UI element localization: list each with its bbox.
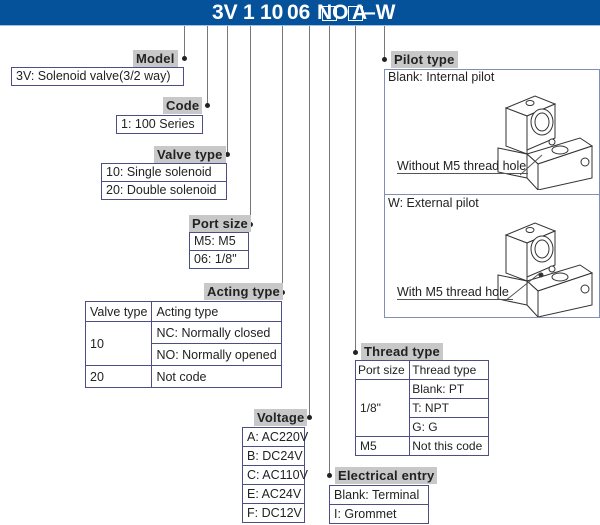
table-row: 1/8" Blank: PT bbox=[354, 379, 489, 437]
dot-model bbox=[182, 56, 187, 61]
code-part-valve-type: 10 bbox=[260, 1, 284, 24]
callout-line-external bbox=[505, 272, 541, 302]
table-row: 10 NC: Normally closed bbox=[84, 321, 282, 366]
code-part-acting-type: NO bbox=[317, 1, 349, 24]
voltage-option: A: AC220V bbox=[247, 430, 309, 444]
leader-line-port-size bbox=[250, 26, 252, 225]
internal-pilot-title: Blank: Internal pilot bbox=[388, 70, 495, 84]
table-header-row: Valve type Acting type bbox=[84, 301, 282, 322]
electrical-entry-option: Blank: Terminal bbox=[334, 488, 420, 502]
table-row: G: G bbox=[356, 417, 489, 437]
external-pilot-note: With M5 thread hole bbox=[397, 285, 513, 300]
model-option: 3V: Solenoid valve(3/2 way) bbox=[16, 69, 171, 83]
valve-illustration-internal bbox=[497, 95, 594, 190]
table-row: M5 Not this code bbox=[354, 436, 489, 456]
thread-type-table: Port size Thread type 1/8" Blank: PT T: … bbox=[354, 360, 489, 456]
pilot-type-label: Pilot type bbox=[391, 51, 458, 68]
leader-line-valve-type bbox=[227, 26, 229, 155]
dot-thread-type bbox=[353, 350, 358, 355]
port-size-box: M5: M5 06: 1/8" bbox=[189, 232, 249, 269]
callout-line-internal bbox=[520, 154, 543, 176]
leader-line-electrical-entry bbox=[329, 26, 331, 476]
valve-cell: 20 bbox=[84, 365, 153, 388]
leader-line-voltage bbox=[309, 26, 311, 418]
thread-type-label: Thread type bbox=[361, 343, 443, 360]
leader-line-code bbox=[207, 26, 209, 106]
table-row: 20 Not code bbox=[84, 365, 282, 388]
model-code-bar bbox=[0, 0, 600, 26]
voltage-box: A: AC220V B: DC24V C: AC110V E: AC24V F:… bbox=[242, 427, 309, 523]
header-cell: Valve type bbox=[84, 301, 153, 322]
electrical-entry-option: I: Grommet bbox=[330, 504, 428, 523]
valve-type-label: Valve type bbox=[154, 146, 226, 163]
external-pilot-title: W: External pilot bbox=[388, 196, 479, 210]
leader-line-acting-type bbox=[282, 26, 284, 293]
leader-line-pilot-type bbox=[384, 26, 386, 60]
model-code: 3V 1 10 06 NO A bbox=[0, 0, 600, 25]
model-label: Model bbox=[133, 50, 178, 67]
acting-cell: NO: Normally opened bbox=[151, 343, 282, 366]
acting-cell: Not code bbox=[151, 365, 282, 388]
voltage-option: E: AC24V bbox=[243, 484, 304, 503]
port-cell: 1/8" bbox=[354, 379, 411, 437]
dot-code bbox=[205, 103, 210, 108]
voltage-option: B: DC24V bbox=[243, 446, 304, 465]
model-box: 3V: Solenoid valve(3/2 way) bbox=[11, 67, 184, 86]
port-size-label: Port size bbox=[189, 215, 251, 232]
valve-type-option: 20: Double solenoid bbox=[102, 181, 226, 199]
code-box: 1: 100 Series bbox=[116, 115, 203, 134]
electrical-entry-box: Blank: Terminal I: Grommet bbox=[329, 485, 429, 524]
internal-pilot-note: Without M5 thread hole bbox=[397, 159, 529, 174]
port-cell: M5 bbox=[354, 436, 411, 456]
valve-illustration-external bbox=[497, 222, 594, 317]
thread-cell: Not this code bbox=[409, 436, 489, 456]
dot-voltage bbox=[307, 415, 312, 420]
acting-cell: NC: Normally closed bbox=[151, 321, 282, 344]
electrical-entry-label: Electrical entry bbox=[335, 467, 438, 484]
voltage-option: C: AC110V bbox=[243, 465, 308, 484]
header-cell: Thread type bbox=[409, 360, 489, 380]
leader-line-model bbox=[184, 26, 186, 59]
acting-type-label: Acting type bbox=[204, 283, 283, 300]
dot-pilot-type bbox=[382, 57, 387, 62]
voltage-label: Voltage bbox=[254, 409, 308, 426]
header-cell: Port size bbox=[354, 360, 411, 380]
valve-cell: 10 bbox=[84, 321, 153, 366]
valve-type-box: 10: Single solenoid 20: Double solenoid bbox=[101, 163, 227, 200]
code-part-port-size: 06 bbox=[287, 1, 311, 24]
acting-type-table: Valve type Acting type 10 NC: Normally c… bbox=[84, 301, 282, 388]
table-header-row: Port size Thread type bbox=[354, 360, 489, 380]
code-option: 1: 100 Series bbox=[121, 117, 195, 131]
code-label: Code bbox=[163, 97, 203, 114]
header-cell: Acting type bbox=[151, 301, 282, 322]
port-size-option: M5: M5 bbox=[194, 234, 236, 248]
thread-cell: Blank: PT bbox=[409, 379, 489, 399]
code-part-code: 1 bbox=[243, 1, 255, 24]
code-part-voltage: A bbox=[352, 1, 368, 24]
valve-type-option: 10: Single solenoid bbox=[106, 165, 212, 179]
voltage-option: F: DC12V bbox=[243, 503, 304, 522]
code-part-series: 3V bbox=[212, 1, 238, 24]
port-size-option: 06: 1/8" bbox=[190, 250, 248, 268]
dot-electrical-entry bbox=[327, 473, 332, 478]
thread-cell: T: NPT bbox=[409, 398, 489, 418]
dot-valve-type bbox=[225, 152, 230, 157]
pilot-divider bbox=[385, 194, 599, 195]
leader-line-thread-type bbox=[355, 26, 357, 353]
table-row: NO: Normally opened bbox=[86, 343, 282, 366]
thread-cell: G: G bbox=[409, 417, 489, 437]
